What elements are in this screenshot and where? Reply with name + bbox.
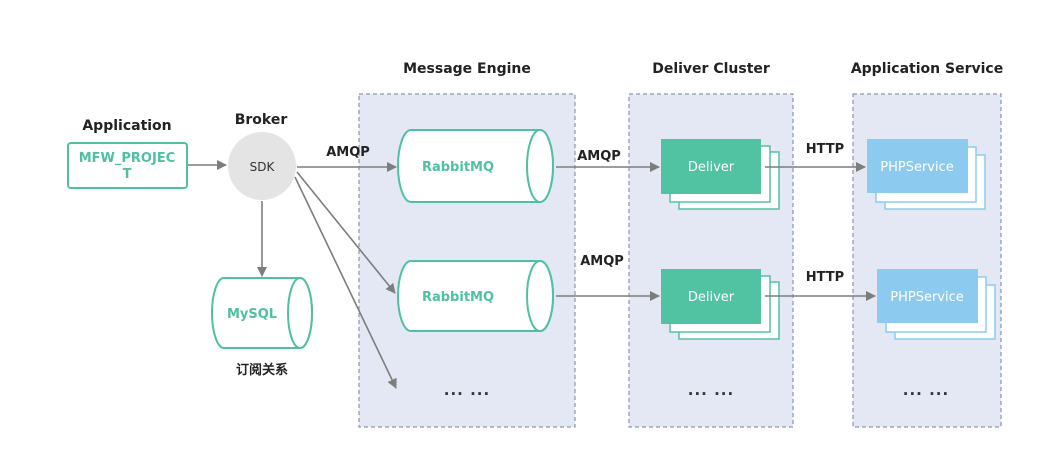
edge-label-http-1: HTTP xyxy=(806,142,844,157)
sdk-node xyxy=(228,132,296,200)
deliver-label-1: Deliver xyxy=(688,160,735,175)
rabbitmq-label-1: RabbitMQ xyxy=(422,160,494,175)
phpservice-stack-2 xyxy=(877,269,996,340)
ellipsis-cluster: ··· ··· xyxy=(688,385,734,403)
ellipsis-service: ··· ··· xyxy=(903,385,949,403)
deliver-label-2: Deliver xyxy=(688,290,735,305)
edge-label-amqp-broker: AMQP xyxy=(326,145,370,160)
deliver-stack-2 xyxy=(661,269,780,340)
application-service-title: Application Service xyxy=(851,61,1003,77)
ellipsis-engine: ··· ··· xyxy=(444,385,490,403)
phpservice-label-2: PHPService xyxy=(890,290,964,305)
broker-title: Broker xyxy=(235,112,288,128)
rabbitmq-label-2: RabbitMQ xyxy=(422,290,494,305)
edge-label-http-2: HTTP xyxy=(806,270,844,285)
rabbitmq-node-1 xyxy=(397,129,554,203)
phpservice-stack-1 xyxy=(867,139,986,210)
edge-label-amqp-engine-1: AMQP xyxy=(577,149,621,164)
deliver-stack-1 xyxy=(661,139,780,210)
edge-label-amqp-engine-2: AMQP xyxy=(580,254,624,269)
mysql-node xyxy=(211,277,313,349)
sdk-label: SDK xyxy=(250,160,276,174)
arrow-sdk-to-more xyxy=(294,176,397,389)
application-label-line2: T xyxy=(123,167,132,182)
application-title: Application xyxy=(82,118,171,134)
application-box xyxy=(67,142,188,189)
arrow-sdk-to-rabbitmq-2 xyxy=(296,171,396,294)
mysql-label: MySQL xyxy=(227,307,277,322)
phpservice-label-1: PHPService xyxy=(880,160,954,175)
deliver-cluster-title: Deliver Cluster xyxy=(652,61,770,77)
mysql-caption: 订阅关系 xyxy=(236,362,288,378)
rabbitmq-node-2 xyxy=(397,260,554,332)
message-engine-title: Message Engine xyxy=(403,61,531,77)
application-label-line1: MFW_PROJEC xyxy=(79,151,176,166)
